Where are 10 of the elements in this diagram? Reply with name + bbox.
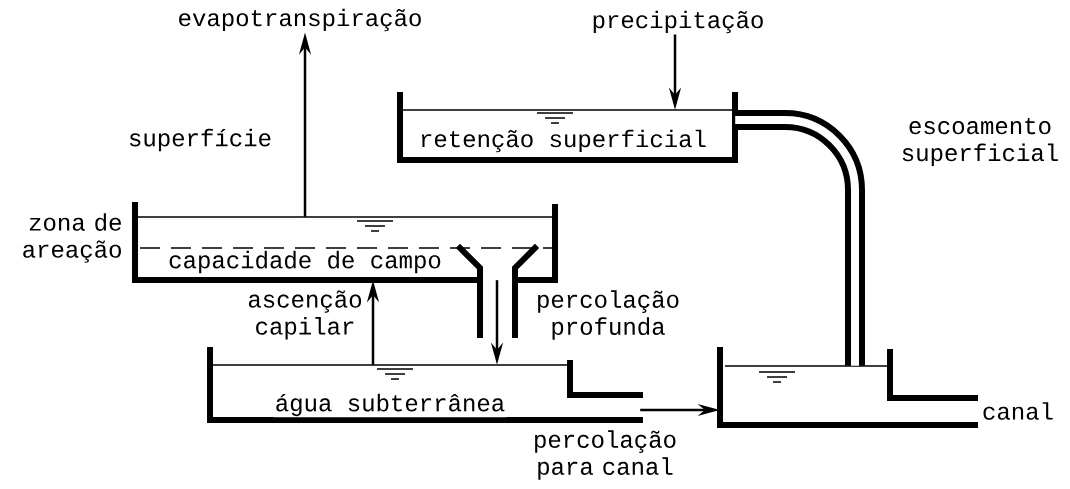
edge-label: ascenção capilar (248, 290, 362, 340)
surface-label: superfície (129, 128, 271, 152)
flow-label: precipitação (593, 10, 763, 34)
edge-label: percolação para canal (535, 430, 676, 480)
edge-label: escoamento superficial (902, 118, 1058, 166)
edge-label: percolação profunda (538, 290, 679, 340)
tank: água subterrânea (207, 347, 643, 423)
tank: retenção superficial (397, 92, 738, 163)
tank: canal (717, 347, 1055, 428)
flow-label: evapotranspiração (179, 8, 421, 32)
